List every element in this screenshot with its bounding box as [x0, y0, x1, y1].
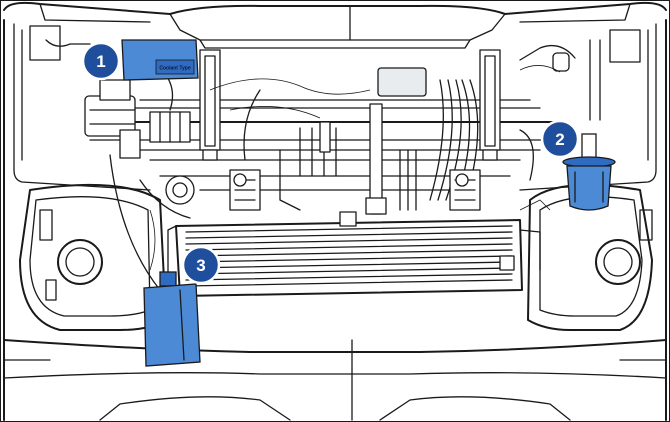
- callout-2[interactable]: 2: [540, 119, 580, 159]
- hood-frame: [3, 1, 667, 49]
- callout-3[interactable]: 3: [181, 245, 221, 285]
- right-fender: [519, 19, 667, 421]
- engine-block: [229, 67, 534, 215]
- coolant-reservoir-highlight: Coolant Type: [121, 39, 199, 81]
- strut-left: [199, 49, 221, 161]
- reservoir-body: [566, 165, 612, 211]
- bottle-cap: [159, 271, 177, 287]
- strut-right: [479, 49, 501, 161]
- coolant-label-tag: [155, 59, 195, 75]
- callout-2-badge[interactable]: [540, 119, 580, 159]
- left-fender: [3, 19, 151, 421]
- callout-1-badge[interactable]: [81, 41, 121, 81]
- brake-fluid-reservoir-highlight: [562, 133, 616, 211]
- coolant-label-text: Coolant Type: [159, 66, 191, 72]
- bottle-body: [143, 283, 201, 367]
- callout-3-badge[interactable]: [181, 245, 221, 285]
- wiring: [149, 65, 561, 271]
- callout-3-number: 3: [196, 256, 205, 275]
- washer-fluid-bottle-highlight: [143, 271, 201, 367]
- left-engine-components: [84, 59, 195, 291]
- callout-1[interactable]: 1: [81, 41, 121, 81]
- callout-2-number: 2: [555, 130, 564, 149]
- callout-1-number: 1: [96, 52, 105, 71]
- radiator: [167, 211, 541, 297]
- front-bumper: [3, 339, 667, 421]
